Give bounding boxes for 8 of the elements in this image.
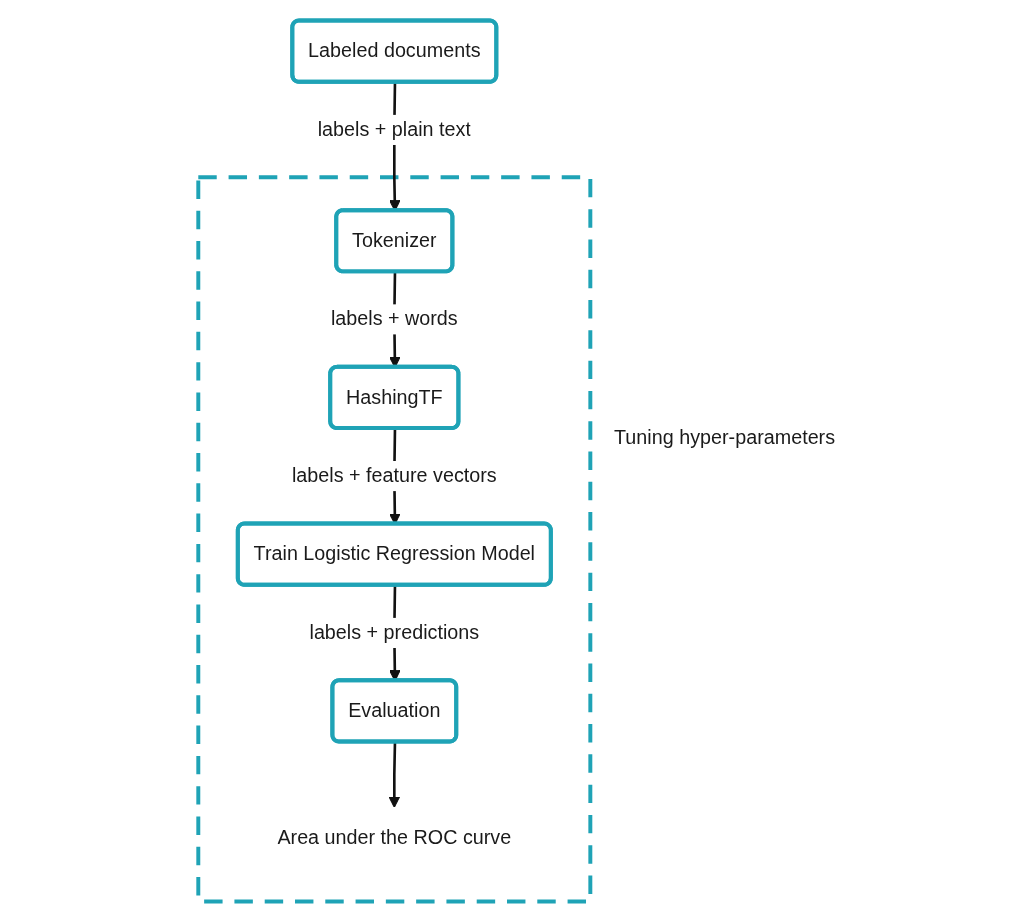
- edge-label: labels + predictions: [309, 620, 480, 643]
- node-label: Tuning hyper-parameters: [614, 425, 836, 449]
- edge-label: labels + plain text: [317, 117, 471, 140]
- cluster: [196, 175, 593, 904]
- node-text: Area under the ROC curve: [277, 825, 512, 849]
- arrow: [388, 742, 401, 808]
- edge-label: labels + feature vectors: [291, 463, 497, 487]
- edge-label: labels + words: [330, 306, 458, 330]
